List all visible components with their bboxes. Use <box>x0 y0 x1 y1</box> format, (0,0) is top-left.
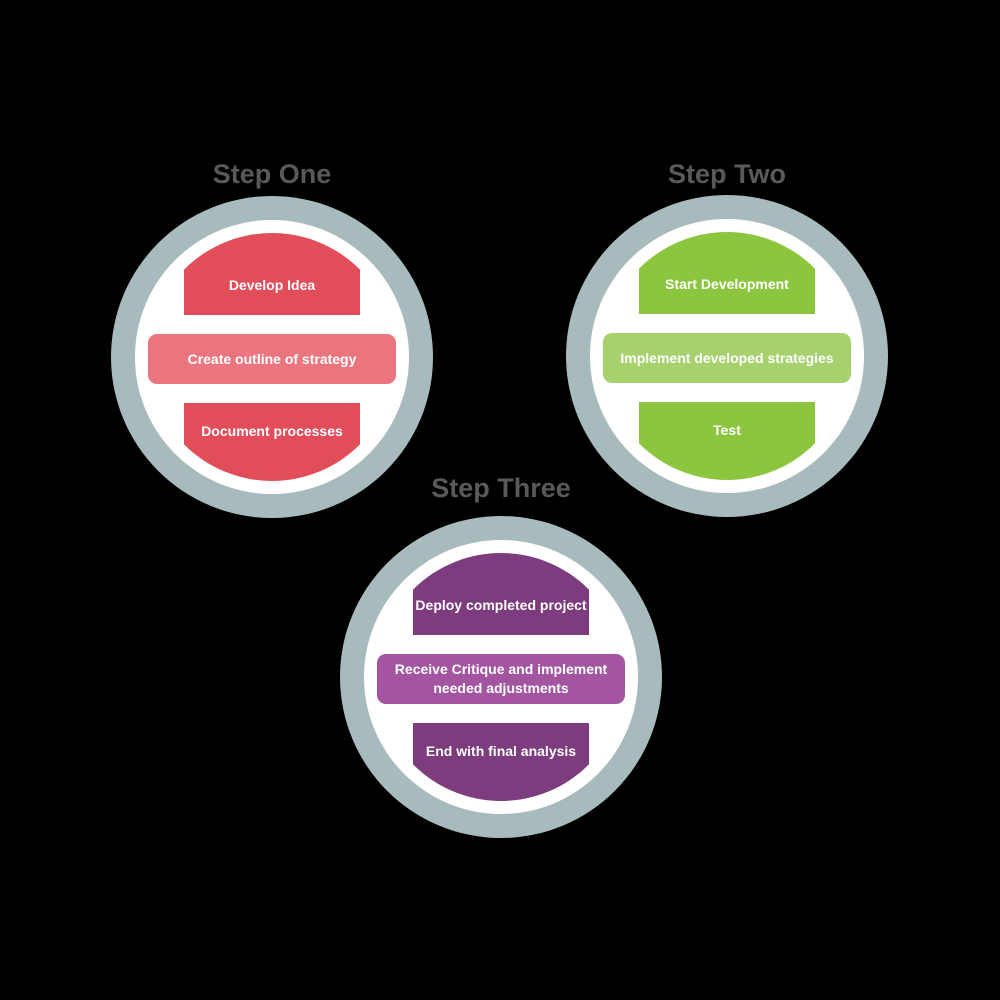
step-three-bar-middle-label: Receive Critique and implement needed ad… <box>394 661 608 696</box>
step-two-bar-bottom-label: Test <box>713 421 741 438</box>
step-one-bar-bottom-label: Document processes <box>201 422 343 439</box>
step-one-bar-top-label: Develop Idea <box>228 276 316 293</box>
step-two-bar-middle: Implement developed strategies <box>603 333 851 383</box>
step-two-bar-top-label: Start Development <box>665 275 789 292</box>
step-three-circle: Deploy completed project Receive Critiqu… <box>340 516 662 838</box>
step-three-bar-bottom-label: End with final analysis <box>425 742 577 759</box>
step-three-title: Step Three <box>431 473 571 503</box>
step-one-circle: Develop Idea Create outline of strategy … <box>111 196 433 518</box>
step-two-circle: Start Development Implement developed st… <box>566 195 888 517</box>
step-one-bar-middle: Create outline of strategy <box>148 334 396 384</box>
step-two-bar-middle-label: Implement developed strategies <box>620 349 834 366</box>
step-three-bar-top-label: Deploy completed project <box>415 596 587 613</box>
step-three-bar-middle: Receive Critique and implement needed ad… <box>377 654 625 704</box>
step-one-bar-middle-label: Create outline of strategy <box>187 350 357 367</box>
step-two-title: Step Two <box>668 159 786 189</box>
step-one-title: Step One <box>212 159 332 189</box>
